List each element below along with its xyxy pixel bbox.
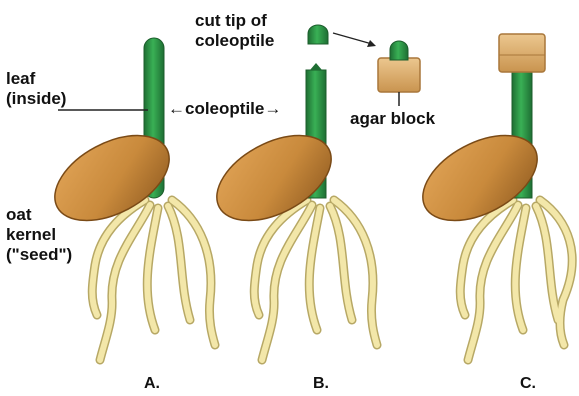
panel-label-a: A.	[144, 375, 160, 392]
seedling-a	[41, 38, 215, 360]
agar-block-on-stem	[499, 34, 545, 72]
leaf-label-line1: leaf	[6, 69, 36, 88]
cut-tip-label-line1: cut tip of	[195, 11, 267, 30]
leaf-label-line2: (inside)	[6, 89, 66, 108]
panel-label-b: B.	[313, 375, 329, 392]
agar-block-label: agar block	[350, 109, 436, 128]
oat-kernel-label-line1: oat	[6, 205, 32, 224]
seedling-c	[409, 34, 572, 360]
agar-block-with-tip	[378, 41, 420, 92]
transfer-arrow	[333, 33, 372, 44]
cut-tip-label-line2: coleoptile	[195, 31, 274, 50]
oat-kernel-label-line2: kernel	[6, 225, 56, 244]
cut-tip-piece	[308, 25, 328, 44]
oat-kernel-label-line3: ("seed")	[6, 245, 72, 264]
coleoptile-label: ←coleoptile→	[168, 99, 281, 118]
panel-label-c: C.	[520, 375, 536, 392]
cut-tip-notch-b	[310, 63, 322, 70]
